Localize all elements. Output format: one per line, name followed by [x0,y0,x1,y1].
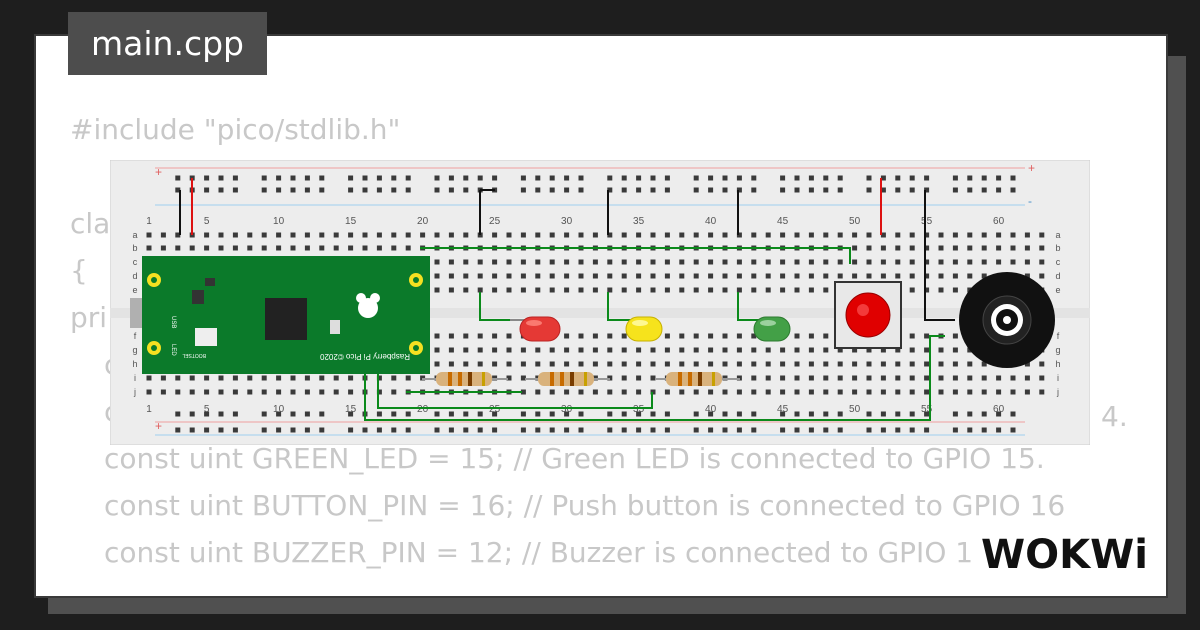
column-label: 5 [204,404,210,415]
wire-green [364,335,945,421]
row-label: i [1057,373,1059,383]
wire-green [377,365,653,409]
row-label: b [132,243,137,253]
code-line: const uint BUTTON_PIN = 16; // Push butt… [104,489,1066,522]
column-label: 55 [921,216,933,227]
row-label: j [1056,387,1059,397]
column-label: 5 [204,216,210,227]
red-led[interactable] [510,316,561,342]
row-label: h [1055,359,1060,369]
resistor [525,372,610,386]
resistor [422,372,508,386]
raspberry-logo-icon [356,293,380,318]
buzzer[interactable] [959,272,1055,368]
row-label: e [1055,285,1060,295]
column-label: 20 [417,404,429,415]
row-label: g [1055,345,1060,355]
wire-green [420,247,851,264]
resistor [655,372,740,386]
push-button[interactable] [834,281,902,349]
column-label: 30 [561,216,573,227]
row-label: d [132,271,137,281]
column-label: 15 [345,404,357,415]
column-label: 10 [273,216,285,227]
code-line: { [70,254,88,287]
column-label: 60 [993,216,1005,227]
bootsel-label: BOOTSEL [182,352,206,358]
rail-minus-label: - [1028,194,1032,208]
row-label: b [1055,243,1060,253]
brand-logo-text: WOKWi [981,532,1148,578]
row-label: i [134,373,136,383]
rail-plus-label: + [1028,161,1035,175]
row-label: c [133,257,138,267]
code-line: const uint BUZZER_PIN = 12; // Buzzer is… [104,536,991,569]
column-label: 60 [993,404,1005,415]
file-tab[interactable]: main.cpp [68,12,267,75]
column-label: 15 [345,216,357,227]
row-label: g [132,345,137,355]
column-label: 50 [849,216,861,227]
row-label: f [134,331,137,341]
row-label: e [132,285,137,295]
usb-label: USB [170,316,176,328]
column-label: 45 [777,216,789,227]
row-label: a [132,230,137,240]
yellow-led[interactable] [625,316,663,342]
column-label: 30 [561,404,573,415]
wire-black [924,190,955,321]
column-label: 35 [633,404,645,415]
raspberry-pi-pico: Raspberry Pi Pico ©2020 USB LED BOOTSEL [130,256,430,374]
column-label: 25 [489,216,501,227]
row-label: j [133,387,136,397]
column-label: 10 [273,404,285,415]
center-channel [110,308,1090,318]
wire-green [737,292,760,321]
red-led-body [519,316,561,342]
row-label: h [132,359,137,369]
row-label: a [1055,230,1060,240]
column-label: 40 [705,216,717,227]
wire-green [479,292,510,321]
led-label: LED [170,344,176,356]
rp2040-chip [265,298,307,340]
green-led[interactable] [753,316,791,342]
column-label: 50 [849,404,861,415]
wokwi-logo: WOKWi [975,522,1153,582]
code-line: #include "pico/stdlib.h" [70,113,401,146]
wire-green [607,292,630,321]
column-label: 45 [777,404,789,415]
column-label: 35 [633,216,645,227]
code-line: pri [70,301,108,334]
row-label: f [1057,331,1060,341]
wires [179,178,955,421]
row-label: d [1055,271,1060,281]
code-line: cla [70,207,111,240]
column-label: 20 [417,216,429,227]
row-label: c [1056,257,1061,267]
pico-label: Raspberry Pi Pico ©2020 [320,352,410,361]
rail-plus-label: + [155,419,162,433]
code-line-tail: 4. [1101,400,1128,433]
column-label: 1 [146,216,152,227]
column-label: 1 [146,404,152,415]
code-line: const uint GREEN_LED = 15; // Green LED … [104,442,1045,475]
rail-plus-label: + [155,165,162,179]
bootsel-button [195,328,217,346]
column-label: 25 [489,404,501,415]
column-label: 40 [705,404,717,415]
column-label: 55 [921,404,933,415]
